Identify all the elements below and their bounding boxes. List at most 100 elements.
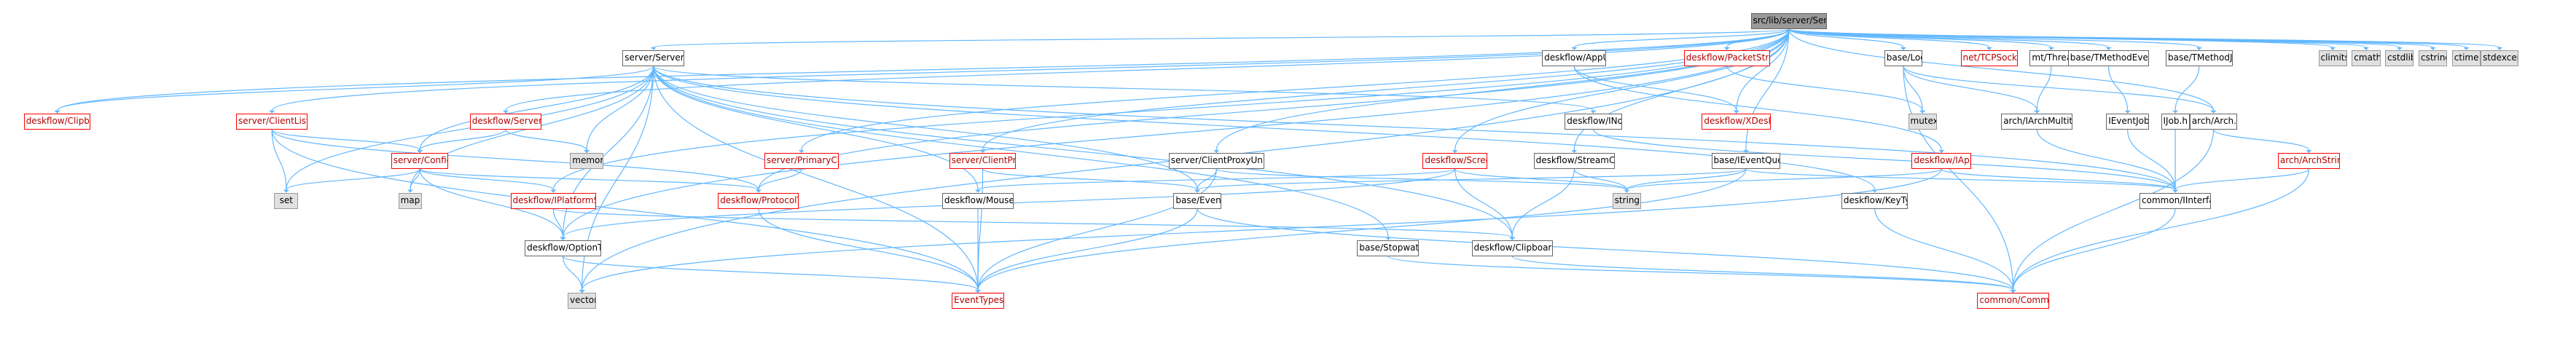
node-tmethodJob[interactable]: base/TMethodJob.h [2166,50,2233,66]
edge-server_h-to-event [653,66,1198,190]
node-primaryClient[interactable]: server/PrimaryClient.h [764,153,839,170]
edge-serverConfig-to-protocolTypes [419,168,759,191]
edge-clientListener-to-serverConfig [271,129,420,151]
node-label: arch/Arch.h [2191,115,2238,126]
edge-root-to-protocolTypes [758,29,1790,190]
node-label: base/TMethodEventJob.h [2070,52,2148,63]
node-label: net/TCPSocket.h [1962,52,2018,63]
node-archString[interactable]: arch/ArchString.h [2277,153,2340,170]
node-mouseTypes[interactable]: deskflow/MouseTypes.h [941,192,1014,209]
node-label: cmath [2354,52,2381,63]
arrowhead-root-to-packetFilter [1723,47,1730,50]
node-tcpSocket[interactable]: net/TCPSocket.h [1960,50,2019,66]
node-clipboardTypes[interactable]: deskflow/ClipboardTypes.h [1471,240,1553,256]
edge-root-to-tmethodEvent [1788,28,2110,48]
node-screen[interactable]: deskflow/Screen.h [1422,153,1487,170]
node-climits[interactable]: climits [2318,50,2347,66]
edge-ieventQueue-to-eventTypes [977,169,1747,291]
edge-ieventjob-to-iinterface [2127,129,2176,190]
edge-screen-to-string [1455,168,1627,191]
node-ieventQueue[interactable]: base/IEventQueue.h [1711,153,1781,170]
node-label: server/Server.h [625,52,684,63]
node-appUtil[interactable]: deskflow/AppUtil.h [1542,50,1607,66]
node-ctime[interactable]: ctime [2451,50,2481,66]
edge-root-to-clipboard [57,28,1790,111]
node-label: server/PrimaryClient.h [767,155,839,166]
node-clientProxyUnknown[interactable]: server/ClientProxyUnknown.h [1168,153,1264,170]
arrowhead-root-to-cstring [2430,47,2436,50]
node-set[interactable]: set [274,192,299,209]
edge-iplatformScreen-to-optionTypes [552,208,564,237]
node-iplatformScreen[interactable]: deskflow/IPlatformScreen.h [510,192,597,209]
node-ijob[interactable]: IJob.h [2161,113,2190,130]
edge-iapputil-to-iinterface [1941,168,2176,191]
node-log[interactable]: base/Log.h [1884,50,1923,66]
edge-log-to-mutex [1903,66,1923,111]
arrowhead-root-to-clientProxyUnknown [1213,150,1220,154]
node-tmethodEvent[interactable]: base/TMethodEventJob.h [2067,50,2150,66]
edge-clipboardTypes-to-common [1511,256,2014,291]
node-cstring[interactable]: cstring [2419,50,2448,66]
node-keyTypes[interactable]: deskflow/KeyTypes.h [1841,192,1908,209]
arrowhead-root-to-tcpSocket [1986,47,1992,50]
edge-serverConfig-to-iplatformScreen [419,168,554,191]
edge-root-to-clientListener [271,28,1790,111]
node-stdexcept[interactable]: stdexcept [2481,50,2519,66]
node-clientListener[interactable]: server/ClientListener.h [236,113,308,130]
edge-server_h-to-mouseTypes [653,66,979,190]
edge-serverConfig-to-optionTypes [419,169,564,237]
arrowhead-serverConfig-to-map [407,189,413,193]
node-common[interactable]: common/Common.h [1977,293,2049,310]
node-serverConfig[interactable]: server/Config.h [391,153,449,170]
edge-server_h-to-iinterface [653,66,2176,190]
arrowhead-serverArgs-to-memory [584,150,590,154]
node-serverArgs[interactable]: deskflow/ServerArgs.h [469,113,541,130]
node-xdeskflow[interactable]: deskflow/XDeskflow.h [1702,113,1772,130]
arrowhead-server_h-to-clipboard [54,110,60,114]
edge-arch-to-archString [2212,129,2309,151]
node-protocolTypes[interactable]: deskflow/ProtocolTypes.h [718,192,799,209]
edge-serverConfig-to-set [286,168,420,191]
node-packetFilter[interactable]: deskflow/PacketStreamFilter.h [1683,50,1770,66]
node-event[interactable]: base/Event.h [1173,192,1221,209]
node-label: map [400,194,420,205]
arrowhead-root-to-tmethodJob [2196,47,2202,50]
node-root[interactable]: src/lib/server/Server.cpp [1750,13,1828,30]
edge-tmethodEvent-to-ieventjob [2107,66,2129,111]
arrowhead-root-to-cstdlib [2396,47,2403,50]
edge-root-to-serverArgs [505,28,1790,111]
node-optionTypes[interactable]: deskflow/OptionTypes.h [525,240,601,256]
node-label: deskflow/Screen.h [1425,155,1486,166]
node-mutex[interactable]: mutex [1908,113,1937,130]
arrowhead-serverConfig-to-set [283,189,289,193]
node-iapputil[interactable]: deskflow/IAppUtil.h [1911,153,1972,170]
node-mtThread[interactable]: mt/Thread.h [2029,50,2073,66]
arrowhead-iapputil-to-string [1624,189,1630,193]
node-cstdlib[interactable]: cstdlib [2385,50,2414,66]
node-cmath[interactable]: cmath [2352,50,2381,66]
edge-clientProxyUnknown-to-eventTypes [977,169,1217,291]
node-memory[interactable]: memory [570,153,604,170]
node-clientProxy[interactable]: server/ClientProxy.h [949,153,1017,170]
arrowhead-root-to-clientProxy [979,150,986,154]
node-streamChunker[interactable]: deskflow/StreamChunker.h [1533,153,1615,170]
node-arch[interactable]: arch/Arch.h [2189,113,2238,130]
arrowhead-tmethodJob-to-ijob [2172,110,2179,114]
node-label: server/Config.h [393,155,448,166]
node-vector[interactable]: vector [568,293,597,310]
node-server_h[interactable]: server/Server.h [622,50,685,66]
node-archMT[interactable]: arch/IArchMultithread.h [2001,113,2073,130]
node-ieventjob[interactable]: IEventJob.h [2106,113,2150,130]
node-iinterface[interactable]: common/IInterface.h [2140,192,2212,209]
node-map[interactable]: map [398,192,423,209]
edge-iapputil-to-string [1626,168,1942,191]
node-stopwatch[interactable]: base/Stopwatch.h [1357,240,1420,256]
node-eventTypes[interactable]: EventTypes.h [952,293,1004,310]
node-string[interactable]: string [1612,192,1641,209]
node-label: common/IInterface.h [2142,194,2210,205]
edge-tmethodJob-to-ijob [2174,66,2200,111]
edge-inode-to-iinterface [1592,129,2176,190]
arrowhead-root-to-appUtil [1571,47,1578,50]
